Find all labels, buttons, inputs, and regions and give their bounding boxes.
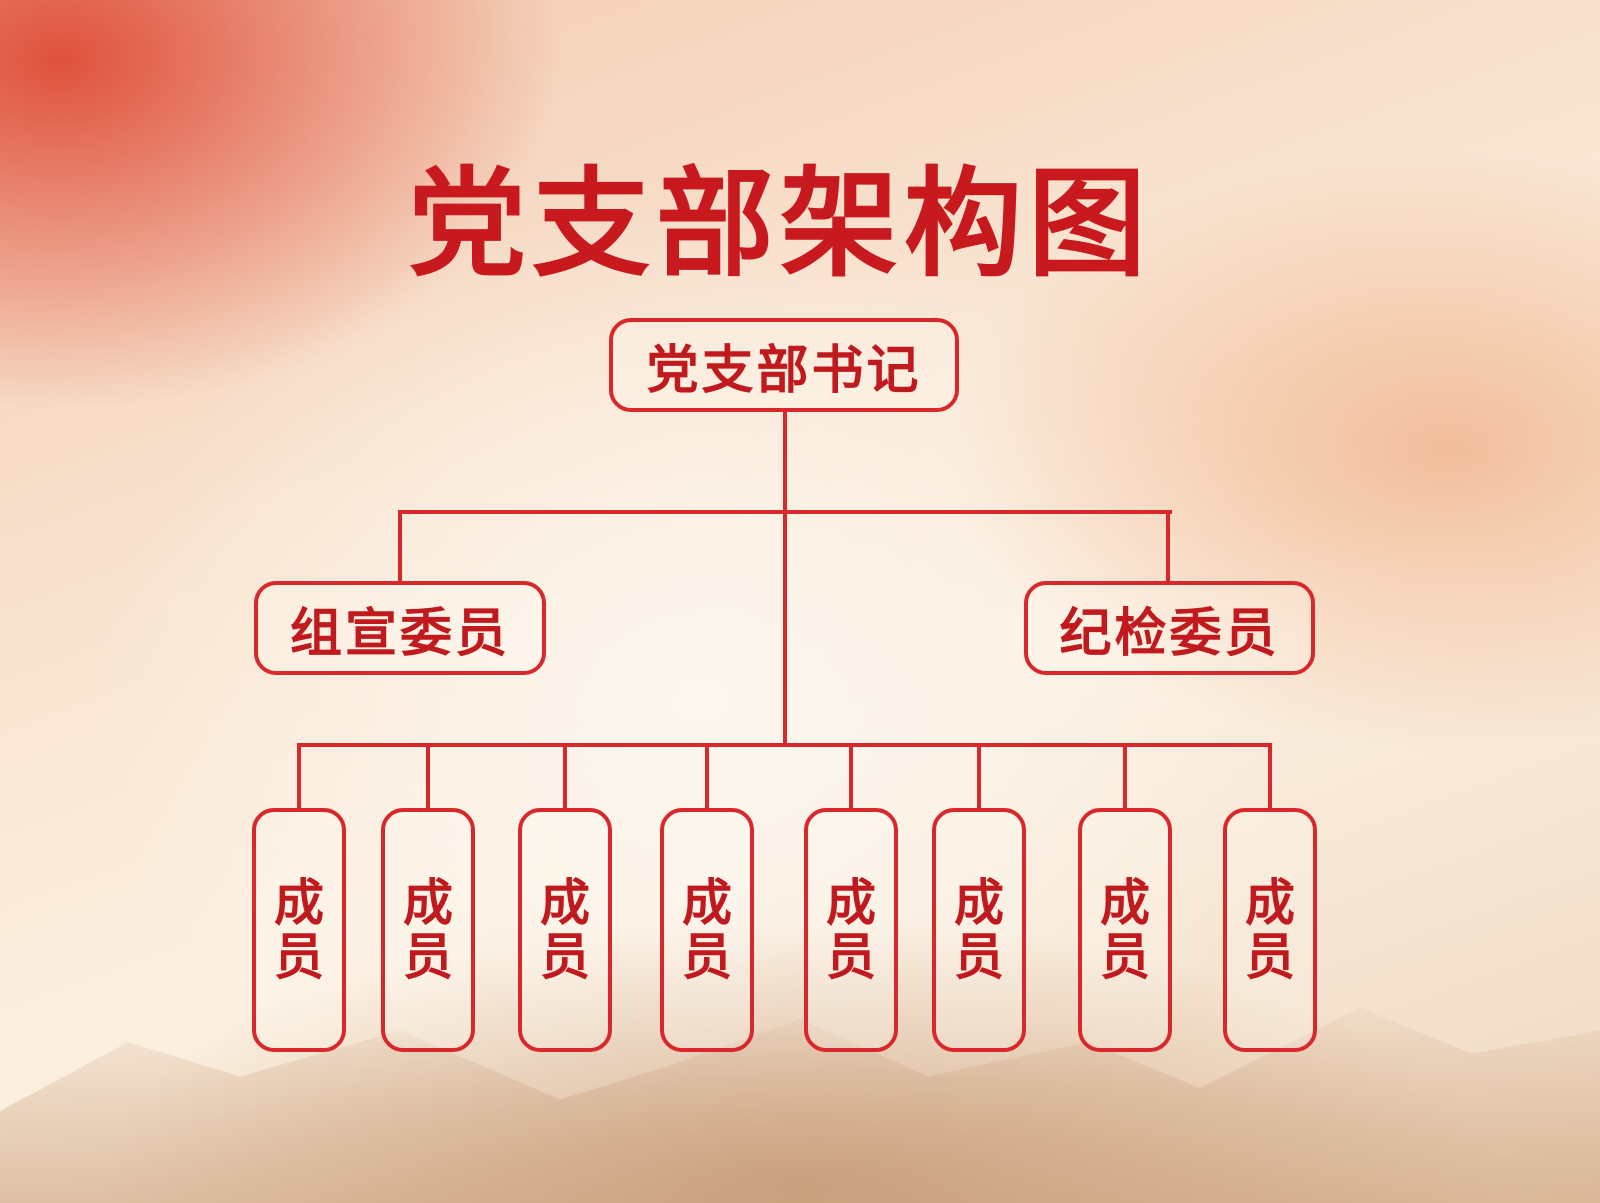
node-label: 员 [403, 928, 453, 986]
member-node: 成员 [1223, 808, 1317, 1052]
member-node: 成员 [804, 808, 898, 1052]
node-label: 员 [826, 928, 876, 986]
connector-line [849, 743, 853, 810]
member-node: 成员 [252, 808, 346, 1052]
connector-line [1268, 743, 1272, 810]
connector-line [1166, 510, 1170, 584]
node-label: 成 [1100, 874, 1150, 932]
node-label: 员 [274, 928, 324, 986]
connector-line [398, 510, 402, 584]
connector-line [426, 743, 430, 810]
node-label: 员 [682, 928, 732, 986]
connector-line [563, 743, 567, 810]
node-label: 成 [682, 874, 732, 932]
page-title: 党支部架构图 [407, 155, 1152, 293]
connector-line [398, 510, 1172, 514]
connector-line [297, 743, 301, 810]
member-node: 成员 [381, 808, 475, 1052]
committee-node: 组宣委员 [254, 581, 546, 675]
node-label: 员 [1245, 928, 1295, 986]
member-node: 成员 [660, 808, 754, 1052]
node-label: 组宣委员 [289, 603, 510, 664]
node-label: 成 [1245, 874, 1295, 932]
node-label: 员 [1100, 928, 1150, 986]
node-label: 成 [274, 874, 324, 932]
node-label: 成 [540, 874, 590, 932]
mountain-background [0, 1007, 1600, 1203]
connector-line [977, 743, 981, 810]
node-label: 成 [403, 874, 453, 932]
committee-node: 纪检委员 [1024, 581, 1315, 675]
node-label: 员 [540, 928, 590, 986]
connector-line [1123, 743, 1127, 810]
member-node: 成员 [518, 808, 612, 1052]
node-label: 成 [826, 874, 876, 932]
node-label: 党支部书记 [646, 340, 922, 401]
connector-line [783, 410, 787, 747]
member-node: 成员 [1078, 808, 1172, 1052]
member-node: 成员 [932, 808, 1026, 1052]
connector-line [297, 743, 1272, 747]
node-label: 成 [954, 874, 1004, 932]
connector-line [705, 743, 709, 810]
node-label: 纪检委员 [1059, 603, 1280, 664]
node-label: 员 [954, 928, 1004, 986]
secretary-node: 党支部书记 [609, 318, 959, 412]
